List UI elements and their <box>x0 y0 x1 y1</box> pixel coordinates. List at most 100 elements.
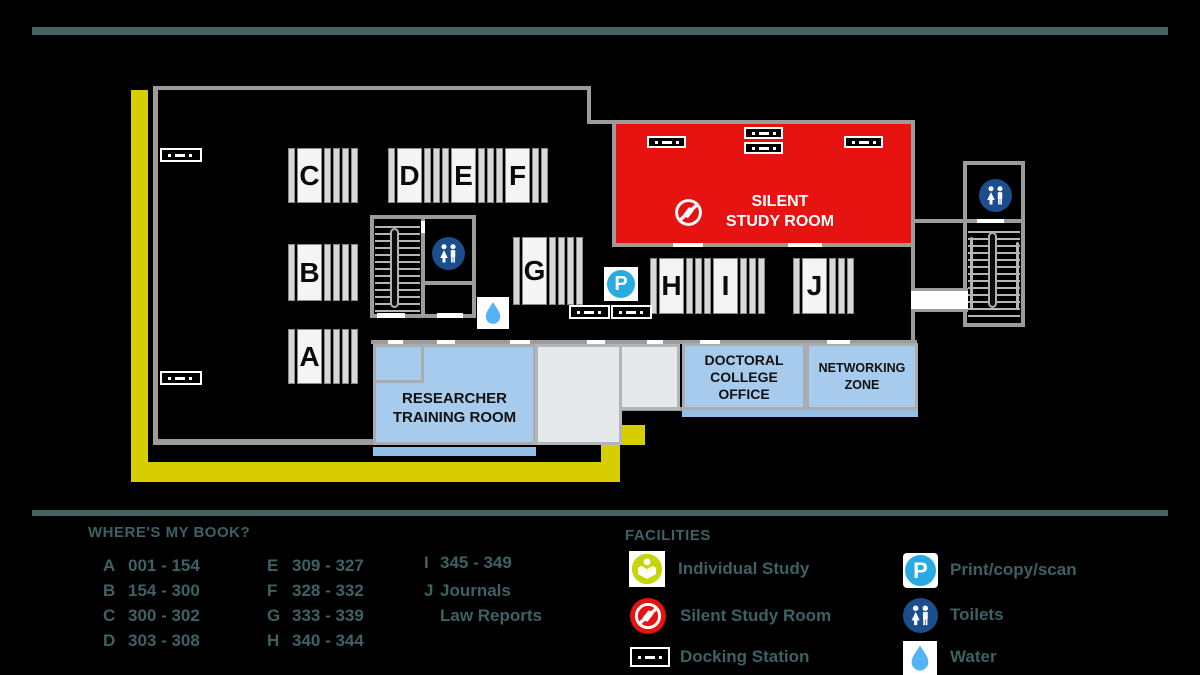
book-range-e: 309 - 327 <box>292 556 364 575</box>
stair-siderail <box>970 237 973 309</box>
docking-station-icon <box>744 127 783 139</box>
print-icon: P <box>903 553 938 588</box>
shelf-label-h: H <box>659 258 684 314</box>
stair-handrail <box>988 232 997 308</box>
door-stairwell-bottom-2 <box>437 313 463 318</box>
book-entry-g: G 333 - 339 <box>267 606 364 626</box>
dco-label-line1: DOCTORAL <box>704 352 784 368</box>
book-entry-j-line2: Law Reports <box>440 606 543 625</box>
door-rooms-5 <box>647 340 663 344</box>
shelf-group-a: A <box>288 329 358 384</box>
book-entry-i: I 345 - 349 <box>424 553 512 573</box>
door-rooms-4 <box>587 340 605 344</box>
silent-label-line2: STUDY ROOM <box>725 213 835 230</box>
silent-study-room-label: Silent Study Room <box>680 606 832 625</box>
researcher-training-room-label: RESEARCHER TRAINING ROOM <box>376 389 533 427</box>
doctoral-college-office: DOCTORAL COLLEGE OFFICE <box>682 343 806 410</box>
shelf-label-j: J <box>802 258 827 314</box>
shelf-label-a: A <box>297 329 322 384</box>
silent-study-room-icon <box>629 597 667 635</box>
route-path-vertical <box>131 90 148 482</box>
door-rooms-7 <box>827 340 850 344</box>
docking-station-icon <box>611 305 652 319</box>
office-shadow-strip <box>682 410 918 417</box>
shelf-label-d: D <box>397 148 422 203</box>
book-key-e: E <box>267 556 279 575</box>
print-letter: P <box>913 557 928 583</box>
book-range-g: 333 - 339 <box>292 606 364 625</box>
nz-label-line1: NETWORKING <box>818 361 906 375</box>
shelf-group-def: D E F <box>388 148 548 203</box>
docking-station-icon <box>744 142 783 154</box>
wall-rooms-top <box>371 340 917 344</box>
door-rooms-1 <box>388 340 403 344</box>
book-range-a: 001 - 154 <box>128 556 200 575</box>
book-entry-e: E 309 - 327 <box>267 556 364 576</box>
book-key-i: I <box>424 553 429 572</box>
toilets-icon <box>979 179 1012 212</box>
dco-label-line3: OFFICE <box>718 386 770 402</box>
toilets-label: Toilets <box>950 605 1004 624</box>
stairwell-left-divider <box>421 219 425 314</box>
door-stairwell-right <box>977 219 1004 223</box>
route-path-bottom <box>131 462 620 482</box>
rtr-label-line1: RESEARCHER <box>401 390 507 407</box>
stair-siderail <box>1016 242 1019 310</box>
silent-label-line1: SILENT <box>751 193 809 210</box>
shelf-group-hi: H I <box>650 258 765 314</box>
wall-right <box>911 120 915 410</box>
room-unlabeled-1 <box>535 344 622 445</box>
print-icon: P <box>604 267 638 301</box>
book-range-d: 303 - 308 <box>128 631 200 650</box>
shelf-label-f: F <box>505 148 530 203</box>
researcher-training-room: RESEARCHER TRAINING ROOM <box>373 344 536 445</box>
book-key-g: G <box>267 606 281 625</box>
rtr-shadow-strip <box>373 447 536 456</box>
book-key-c: C <box>103 606 116 625</box>
doctoral-college-office-label: DOCTORAL COLLEGE OFFICE <box>685 352 803 403</box>
book-range-b: 154 - 300 <box>128 581 200 600</box>
silent-study-room-label: SILENT STUDY ROOM <box>705 192 855 232</box>
water-icon <box>477 297 509 329</box>
water-icon <box>903 641 937 675</box>
legend-divider-rule <box>32 510 1168 516</box>
door-stairwell-left <box>421 221 425 233</box>
silent-study-room-icon <box>672 196 705 229</box>
facilities-title: FACILITIES <box>625 527 711 544</box>
networking-zone-label: NETWORKING ZONE <box>809 360 915 394</box>
stair-handrail <box>390 228 399 308</box>
dco-label-line2: COLLEGE <box>710 369 778 385</box>
top-rule <box>32 27 1168 35</box>
book-entry-d: D 303 - 308 <box>103 631 200 651</box>
wall-bottom <box>153 439 377 445</box>
book-key-h: H <box>267 631 280 650</box>
wall-step-vertical <box>587 86 591 124</box>
wall-top <box>153 86 591 90</box>
book-key-d: D <box>103 631 116 650</box>
docking-station-icon <box>647 136 686 148</box>
wall-right-connector <box>915 219 963 223</box>
book-range-i: 345 - 349 <box>440 553 512 572</box>
rtr-partition-h <box>376 380 424 383</box>
toilets-icon <box>432 237 465 270</box>
docking-station-icon <box>160 371 202 385</box>
shelf-label-b: B <box>297 244 322 301</box>
book-range-j: Journals <box>440 581 511 600</box>
room-unlabeled-2 <box>619 344 680 410</box>
door-stairwell-bottom-1 <box>377 313 405 318</box>
docking-station-icon <box>844 136 883 148</box>
shelf-label-i: I <box>713 258 738 314</box>
wheres-my-book-title: WHERE'S MY BOOK? <box>88 524 251 541</box>
shelf-group-j: J <box>793 258 854 314</box>
door-rooms-3 <box>510 340 530 344</box>
print-copy-scan-label: Print/copy/scan <box>950 560 1077 579</box>
book-range-f: 328 - 332 <box>292 581 364 600</box>
shelf-label-g: G <box>522 237 547 305</box>
wall-step-horizontal <box>587 120 615 124</box>
print-letter: P <box>614 272 628 295</box>
